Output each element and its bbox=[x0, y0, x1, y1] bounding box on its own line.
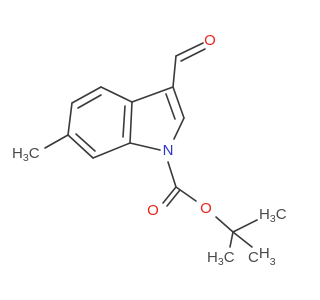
methyl-top-count: 3 bbox=[270, 213, 276, 225]
methyl-ring-c: C bbox=[29, 145, 40, 162]
aldehyde-oxygen-label: O bbox=[204, 32, 216, 49]
bond-c6-c7-inner bbox=[75, 133, 96, 152]
bond-carbonyl-c-o-left bbox=[162, 186, 177, 204]
bond-group bbox=[44, 42, 258, 248]
methyl-left-count: 3 bbox=[218, 256, 224, 268]
methyl-ring-h: H bbox=[12, 145, 23, 162]
bond-c3a-c4 bbox=[100, 86, 133, 103]
methyl-top-c: C bbox=[276, 206, 287, 223]
bond-carbonyl-c-ester-o bbox=[175, 186, 197, 202]
bond-carbonyl-c-o-right bbox=[166, 189, 181, 207]
bond-formyl-c-o bbox=[175, 42, 204, 57]
bond-c6-methyl bbox=[44, 134, 69, 149]
atom-label-group: O N O O H3C H3C H3C CH3 bbox=[12, 32, 287, 268]
bond-c7-c7a bbox=[92, 142, 131, 159]
indole-nitrogen-label: N bbox=[163, 142, 174, 159]
methyl-left-h: H bbox=[207, 249, 218, 266]
bond-c7a-c3a-inner bbox=[122, 105, 126, 138]
bond-c6-c7 bbox=[67, 134, 94, 159]
bond-c4-c5-inner bbox=[77, 94, 102, 109]
methyl-left-label: H3C bbox=[207, 249, 235, 268]
bond-c3a-c3 bbox=[131, 86, 174, 103]
methyl-right-h: H bbox=[259, 245, 270, 262]
molecule-structure-diagram: O N O O H3C H3C H3C CH3 bbox=[12, 32, 287, 268]
bond-tertiary-c-methyl-top bbox=[232, 219, 258, 233]
methyl-ring-count: 3 bbox=[23, 152, 29, 164]
methyl-right-c: C bbox=[248, 249, 259, 266]
bond-tertiary-c-methyl-right bbox=[232, 231, 253, 248]
bond-tertiary-c-methyl-left bbox=[229, 231, 234, 248]
bond-c3-c2 bbox=[172, 86, 185, 119]
methyl-right-count: 3 bbox=[270, 256, 276, 268]
bond-n1-carbonyl-carbon bbox=[167, 161, 177, 188]
bond-c3-formyl-carbon bbox=[172, 55, 177, 88]
bond-formyl-c-o-inner bbox=[180, 48, 206, 62]
bond-c4-c5 bbox=[71, 86, 102, 104]
methyl-right-label: CH3 bbox=[248, 245, 276, 268]
carbonyl-oxygen-label: O bbox=[147, 202, 159, 219]
methyl-left-c: C bbox=[224, 249, 235, 266]
bond-c3-c2-inner bbox=[165, 93, 176, 120]
bond-c5-c6 bbox=[67, 102, 73, 136]
bond-ester-o-tertiary-c bbox=[215, 216, 234, 233]
methyl-top-h: H bbox=[259, 206, 270, 223]
bond-n1-c7a bbox=[129, 142, 161, 151]
methyl-ring-label: H3C bbox=[12, 145, 40, 164]
methyl-top-label: H3C bbox=[259, 206, 287, 225]
bond-c2-n1 bbox=[173, 117, 185, 140]
bond-c7a-c3a bbox=[129, 101, 133, 144]
ester-oxygen-label: O bbox=[200, 200, 212, 217]
